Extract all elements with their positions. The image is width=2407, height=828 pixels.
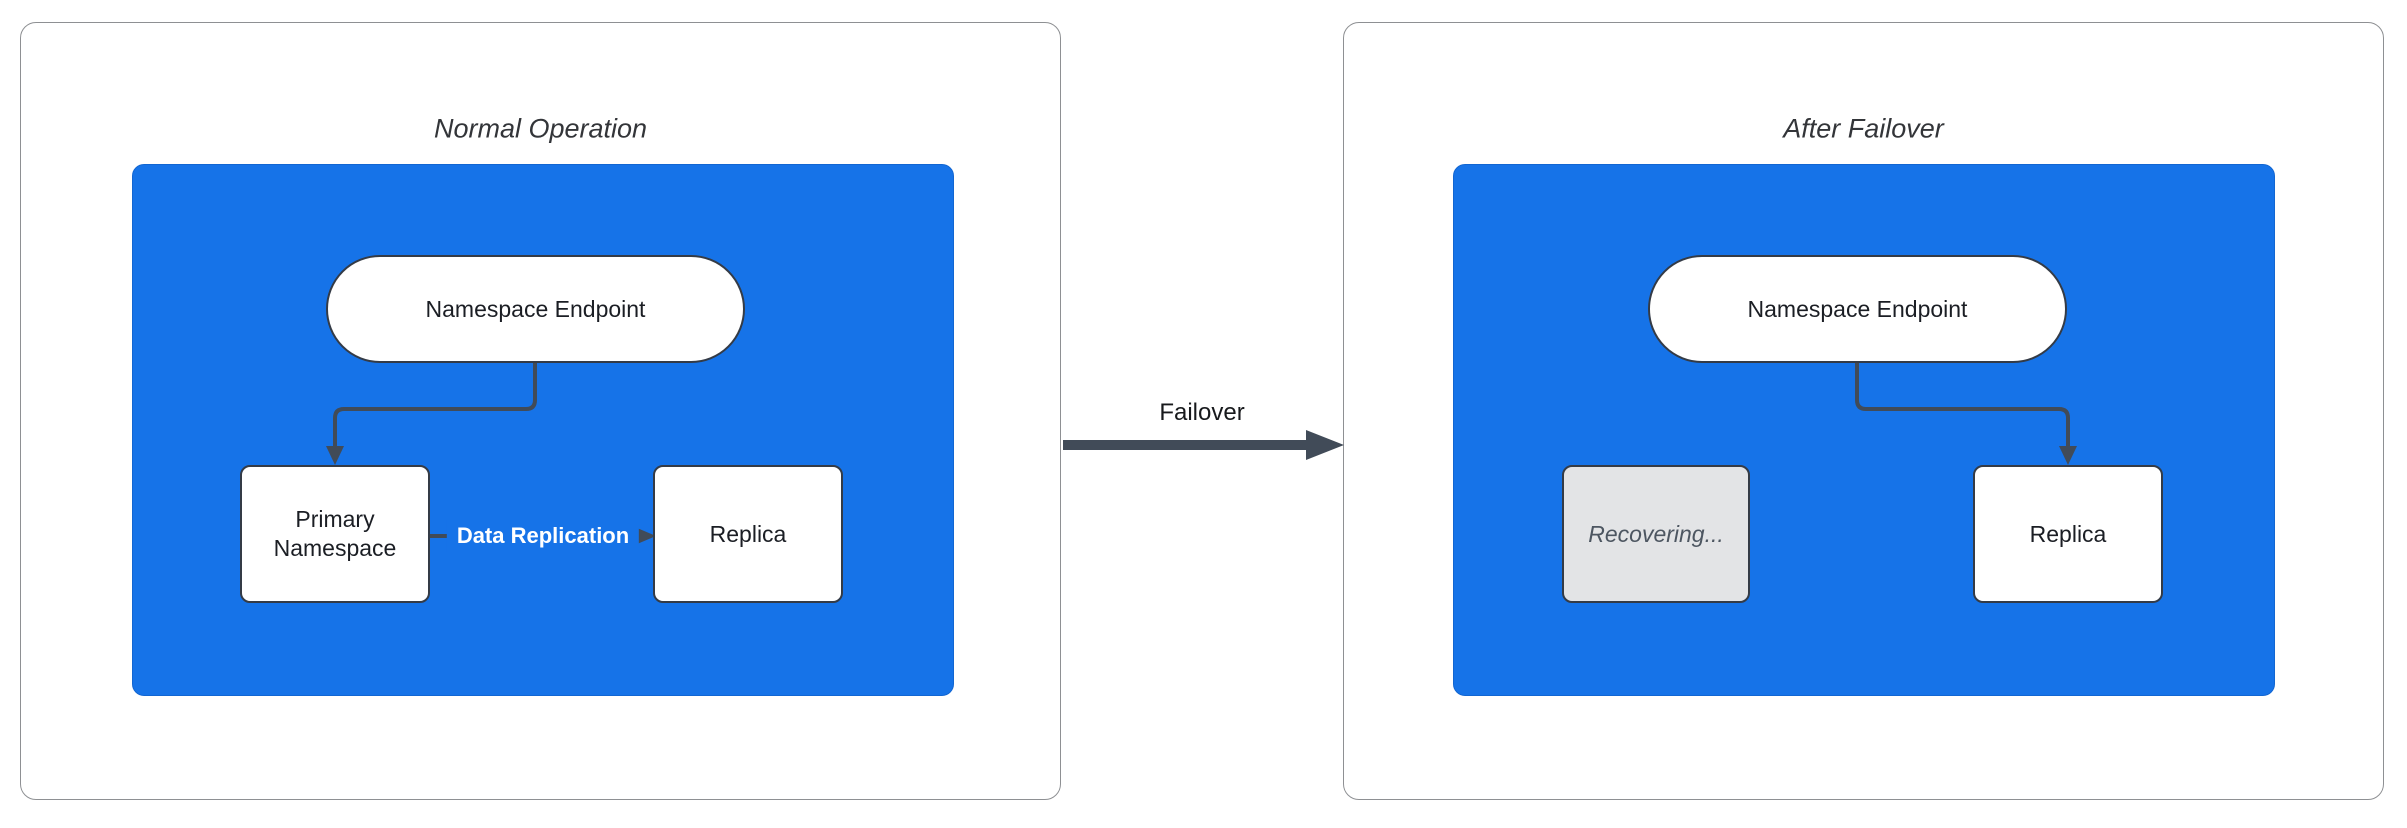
node-replica-normal: Replica bbox=[653, 465, 843, 603]
node-recovering: Recovering... bbox=[1562, 465, 1750, 603]
namespace-container-normal bbox=[132, 164, 954, 696]
node-label: Namespace Endpoint bbox=[1747, 295, 1968, 322]
node-label: Replica bbox=[2029, 520, 2107, 547]
node-replica-failover: Replica bbox=[1973, 465, 2163, 603]
node-label: Namespace Endpoint bbox=[425, 295, 646, 322]
data-replication-label: Data Replication bbox=[446, 520, 640, 552]
node-label: Recovering... bbox=[1588, 520, 1724, 547]
node-namespace-endpoint-failover: Namespace Endpoint bbox=[1648, 255, 2067, 363]
panel-title-after-failover: After Failover bbox=[1783, 113, 1944, 144]
failover-label: Failover bbox=[1159, 399, 1245, 426]
failover-arrowhead bbox=[1306, 430, 1344, 460]
node-primary-namespace: Primary Namespace bbox=[240, 465, 430, 603]
node-label: Primary Namespace bbox=[273, 506, 397, 561]
namespace-container-failover bbox=[1453, 164, 2275, 696]
node-label: Replica bbox=[709, 520, 787, 547]
panel-title-normal-operation: Normal Operation bbox=[433, 113, 648, 144]
node-namespace-endpoint-normal: Namespace Endpoint bbox=[326, 255, 745, 363]
